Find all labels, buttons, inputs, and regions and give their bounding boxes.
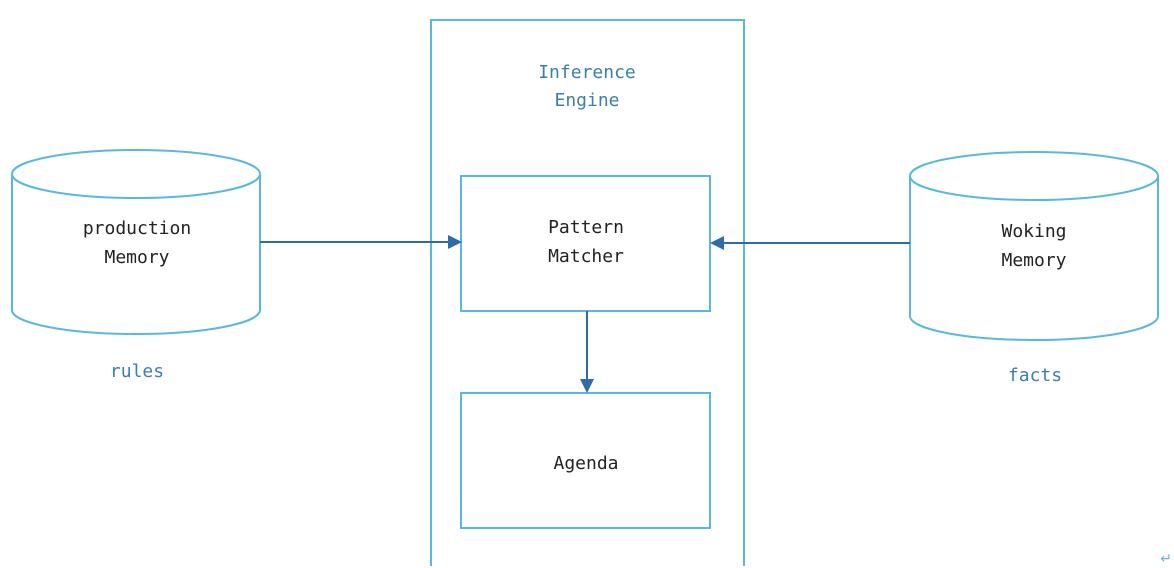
pattern-matcher-box: [460, 175, 711, 312]
production-memory-label-line1: production: [83, 218, 191, 239]
inference-engine-title-line2: Engine: [554, 90, 619, 111]
pattern-matcher-node: Pattern Matcher: [460, 175, 711, 312]
inference-engine-title-line1: Inference: [538, 62, 636, 83]
arrow-working-to-matcher: [710, 236, 910, 250]
production-memory-cylinder-body: [11, 174, 261, 335]
working-memory-cylinder-top: [909, 151, 1159, 201]
inference-engine-container: Inference Engine: [430, 19, 745, 566]
working-memory-cylinder-body: [909, 176, 1159, 341]
agenda-box: [460, 392, 711, 529]
agenda-node: Agenda: [460, 392, 711, 529]
facts-caption: facts: [1008, 365, 1062, 386]
working-memory-node: Woking Memory facts: [909, 151, 1159, 386]
production-memory-label-line2: Memory: [104, 247, 169, 268]
production-memory-node: production Memory rules: [11, 149, 261, 382]
return-arrow-icon: ↵: [1160, 551, 1172, 567]
production-memory-cylinder-top: [11, 149, 261, 199]
arrow-production-to-matcher: [260, 235, 462, 249]
inference-engine-border: [430, 19, 745, 566]
arrow-matcher-to-agenda-head: [580, 379, 594, 393]
pattern-matcher-label-line2: Matcher: [548, 246, 624, 267]
arrow-working-to-matcher-head: [710, 236, 724, 250]
working-memory-label-line1: Woking: [1001, 221, 1066, 242]
rules-caption: rules: [110, 361, 164, 382]
pattern-matcher-label-line1: Pattern: [548, 217, 624, 238]
arrow-matcher-to-agenda: [580, 311, 594, 393]
arrow-production-to-matcher-head: [448, 235, 462, 249]
agenda-label: Agenda: [553, 453, 618, 474]
working-memory-label-line2: Memory: [1001, 250, 1066, 271]
